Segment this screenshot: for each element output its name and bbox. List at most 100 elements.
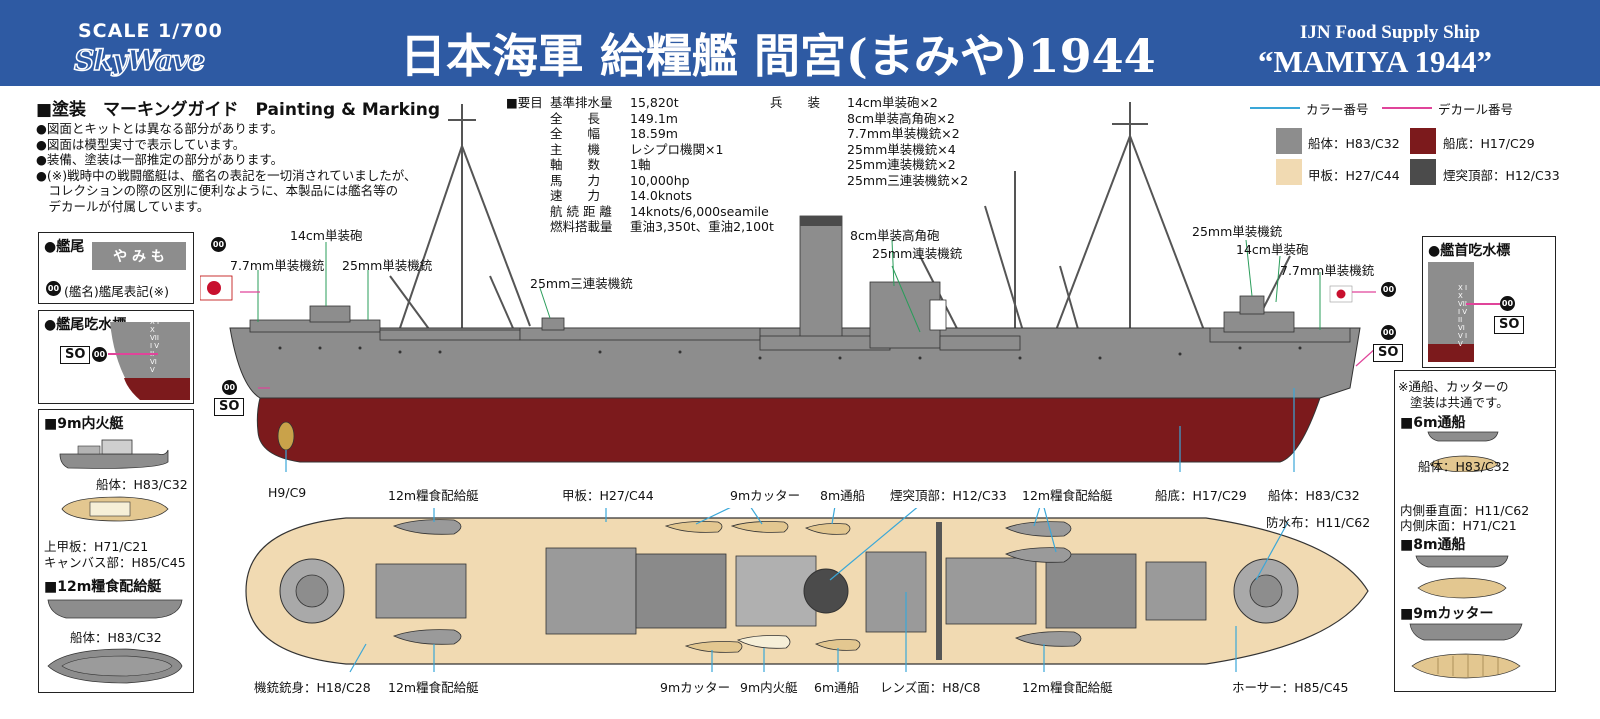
decal-number-tag: 00 [46, 281, 61, 296]
stern-title: ●艦尾 [44, 239, 85, 255]
callout-hull: 船体：H83/C32 [1268, 488, 1360, 503]
spec-value: 1軸 [630, 157, 651, 172]
guide-notes: ●図面とキットとは異なる部分があります。 ●図面は模型実寸で表示しています。 ●… [36, 121, 417, 214]
callout-deck: 甲板：H27/C44 [562, 488, 654, 503]
callout-25mm-mg-bow: 25mm単装機銃 [1192, 224, 1283, 239]
decal-number-tag: 00 [1381, 325, 1396, 340]
right-inner-2: 内側床面：H71/C21 [1400, 518, 1517, 533]
guide-note: ●装備、塗装は一部推定の部分があります。 [36, 152, 284, 167]
launch-top-drawing [61, 496, 169, 522]
weapon-item: 7.7mm単装機銃×2 [847, 126, 960, 141]
weapon-item: 14cm単装砲×2 [847, 95, 938, 110]
boat8-title: ■8m通船 [1400, 537, 1466, 553]
callout-14cm-gun: 14cm単装砲 [290, 228, 363, 243]
ship-side-view [200, 102, 1377, 472]
spec-value: 149.1m [630, 110, 678, 126]
decal-number-tag: 00 [1500, 296, 1515, 311]
brand-logo: SkyWave [73, 43, 206, 78]
weapon-item: 8cm単装高角砲×2 [847, 110, 955, 126]
spec-key: 軸 数 [550, 157, 601, 172]
callout-25mm-twin: 25mm連装機銃 [872, 246, 963, 261]
stern-nameplate: や み も [92, 242, 186, 270]
boat9-title: ■9m内火艇 [44, 416, 124, 432]
spec-label: ■要目 [506, 95, 543, 110]
boat8-drawing [1415, 555, 1509, 599]
callout-canvas: 防水布：H11/C62 [1266, 515, 1371, 530]
callout-cutter: 9mカッター [660, 680, 731, 695]
callout-25mm-mg: 25mm単装機銃 [342, 258, 433, 273]
callout-25mm-triple: 25mm三連装機銃 [530, 276, 633, 291]
stern-note: (艦名)艦尾表記(※) [64, 284, 169, 299]
spec-value: 10,000hp [630, 172, 690, 188]
spec-key: 基準排水量 [550, 95, 613, 110]
decal-number-tag: 00 [1381, 282, 1396, 297]
stern-draft-marks: X IX VIII VII VI V [150, 318, 160, 374]
guide-note: コレクションの際の区別に便利なように、本製品には艦名等の [36, 183, 399, 198]
callout-8cm-aa: 8cm単装高角砲 [850, 228, 940, 243]
weapon-item: 25mm三連装機銃×2 [847, 172, 969, 188]
callout-gun-barrel: 機銃銃身：H18/C28 [254, 680, 371, 695]
decal-number-tag: 00 [211, 237, 226, 252]
callout-7-7mm-mg-bow: 7.7mm単装機銃 [1280, 263, 1375, 278]
stern-draft-drawing [110, 322, 190, 400]
spec-key: 航 続 距 離 [550, 203, 612, 219]
guide-note: ●(※)戦時中の戦闘艦艇は、艦名の表記を一切消されていましたが、 [36, 167, 417, 183]
spec-key: 速 力 [550, 188, 601, 203]
spec-key: 全 幅 [550, 126, 601, 141]
spec-value: 14.0knots [630, 188, 693, 203]
spec-value: 15,820t [630, 95, 679, 110]
boat9-hull: 船体：H83/C32 [96, 477, 188, 492]
cutter-drawing [1409, 623, 1523, 679]
color-number-line [1250, 107, 1300, 109]
so-decal-tag: SO [60, 346, 91, 364]
english-subtitle: IJN Food Supply Ship [1300, 22, 1481, 43]
guide-heading: ■塗装 マーキングガイド Painting & Marking [36, 100, 441, 120]
callout-bottom: 船底：H17/C29 [1155, 488, 1247, 503]
cutter-title: ■9mカッター [1400, 606, 1494, 622]
callout-6m-boat: 6m通船 [814, 680, 860, 695]
boat12-title: ■12m糧食配給艇 [44, 579, 162, 595]
callout-14cm-gun-bow: 14cm単装砲 [1236, 242, 1309, 257]
so-decal-tag: SO [1494, 316, 1525, 334]
right-note-1: ※通船、カッターの [1398, 379, 1509, 394]
spec-key: 主 機 [550, 141, 601, 157]
legend-label: 船底：H17/C29 [1443, 136, 1535, 151]
bow-draft-marks: X IX VIII VII VI V IV [1458, 284, 1468, 348]
ship-plan-view [245, 508, 1369, 673]
stern-draft-title: ●艦尾吃水標 [44, 317, 127, 333]
callout-lens: レンズ面：H8/C8 [880, 680, 981, 695]
spec-key: 馬 力 [550, 172, 601, 188]
callout-7-7mm-mg: 7.7mm単装機銃 [230, 258, 325, 273]
legend-label: 甲板：H27/C44 [1308, 168, 1400, 183]
funnel-top-swatch [1410, 159, 1436, 185]
dinghy-drawing [1427, 431, 1499, 472]
guide-note: ●図面とキットとは異なる部分があります。 [36, 121, 284, 136]
legend-label: 船体：H83/C32 [1308, 136, 1400, 151]
bow-draft-title: ●艦首吃水標 [1428, 243, 1511, 259]
guide-note: ●図面は模型実寸で表示しています。 [36, 136, 246, 152]
bow-draft-drawing [1428, 262, 1474, 362]
boat6-title: ■6m通船 [1400, 415, 1466, 431]
hull-swatch [1276, 128, 1302, 154]
so-decal-tag: SO [214, 398, 245, 416]
spec-value: レシプロ機関×1 [630, 141, 724, 157]
scale-label: SCALE 1/700 [78, 20, 223, 42]
color-number-label: カラー番号 [1306, 102, 1369, 117]
spec-key: 全 長 [550, 110, 601, 126]
decal-number-tag: 00 [222, 380, 237, 395]
callout-ration-boat: 12m糧食配給艇 [1022, 488, 1113, 503]
header-bar [0, 0, 1600, 86]
weapons-label: 兵 装 [770, 95, 821, 110]
weapon-item: 25mm単装機銃×4 [847, 141, 956, 157]
decal-number-label: デカール番号 [1438, 102, 1514, 117]
callout-funnel-top: 煙突頂部：H12/C33 [890, 488, 1007, 503]
decal-number-tag: 00 [92, 347, 107, 362]
callout-ration-boat: 12m糧食配給艇 [388, 680, 479, 695]
decal-leader [1466, 303, 1500, 305]
right-note-2: 塗装は共通です。 [1410, 395, 1509, 410]
deck-swatch [1276, 159, 1302, 185]
legend-label: 煙突頂部：H12/C33 [1443, 168, 1560, 183]
english-title: “MAMIYA 1944” [1258, 44, 1492, 79]
callout-hawser: ホーサー：H85/C45 [1232, 680, 1349, 695]
